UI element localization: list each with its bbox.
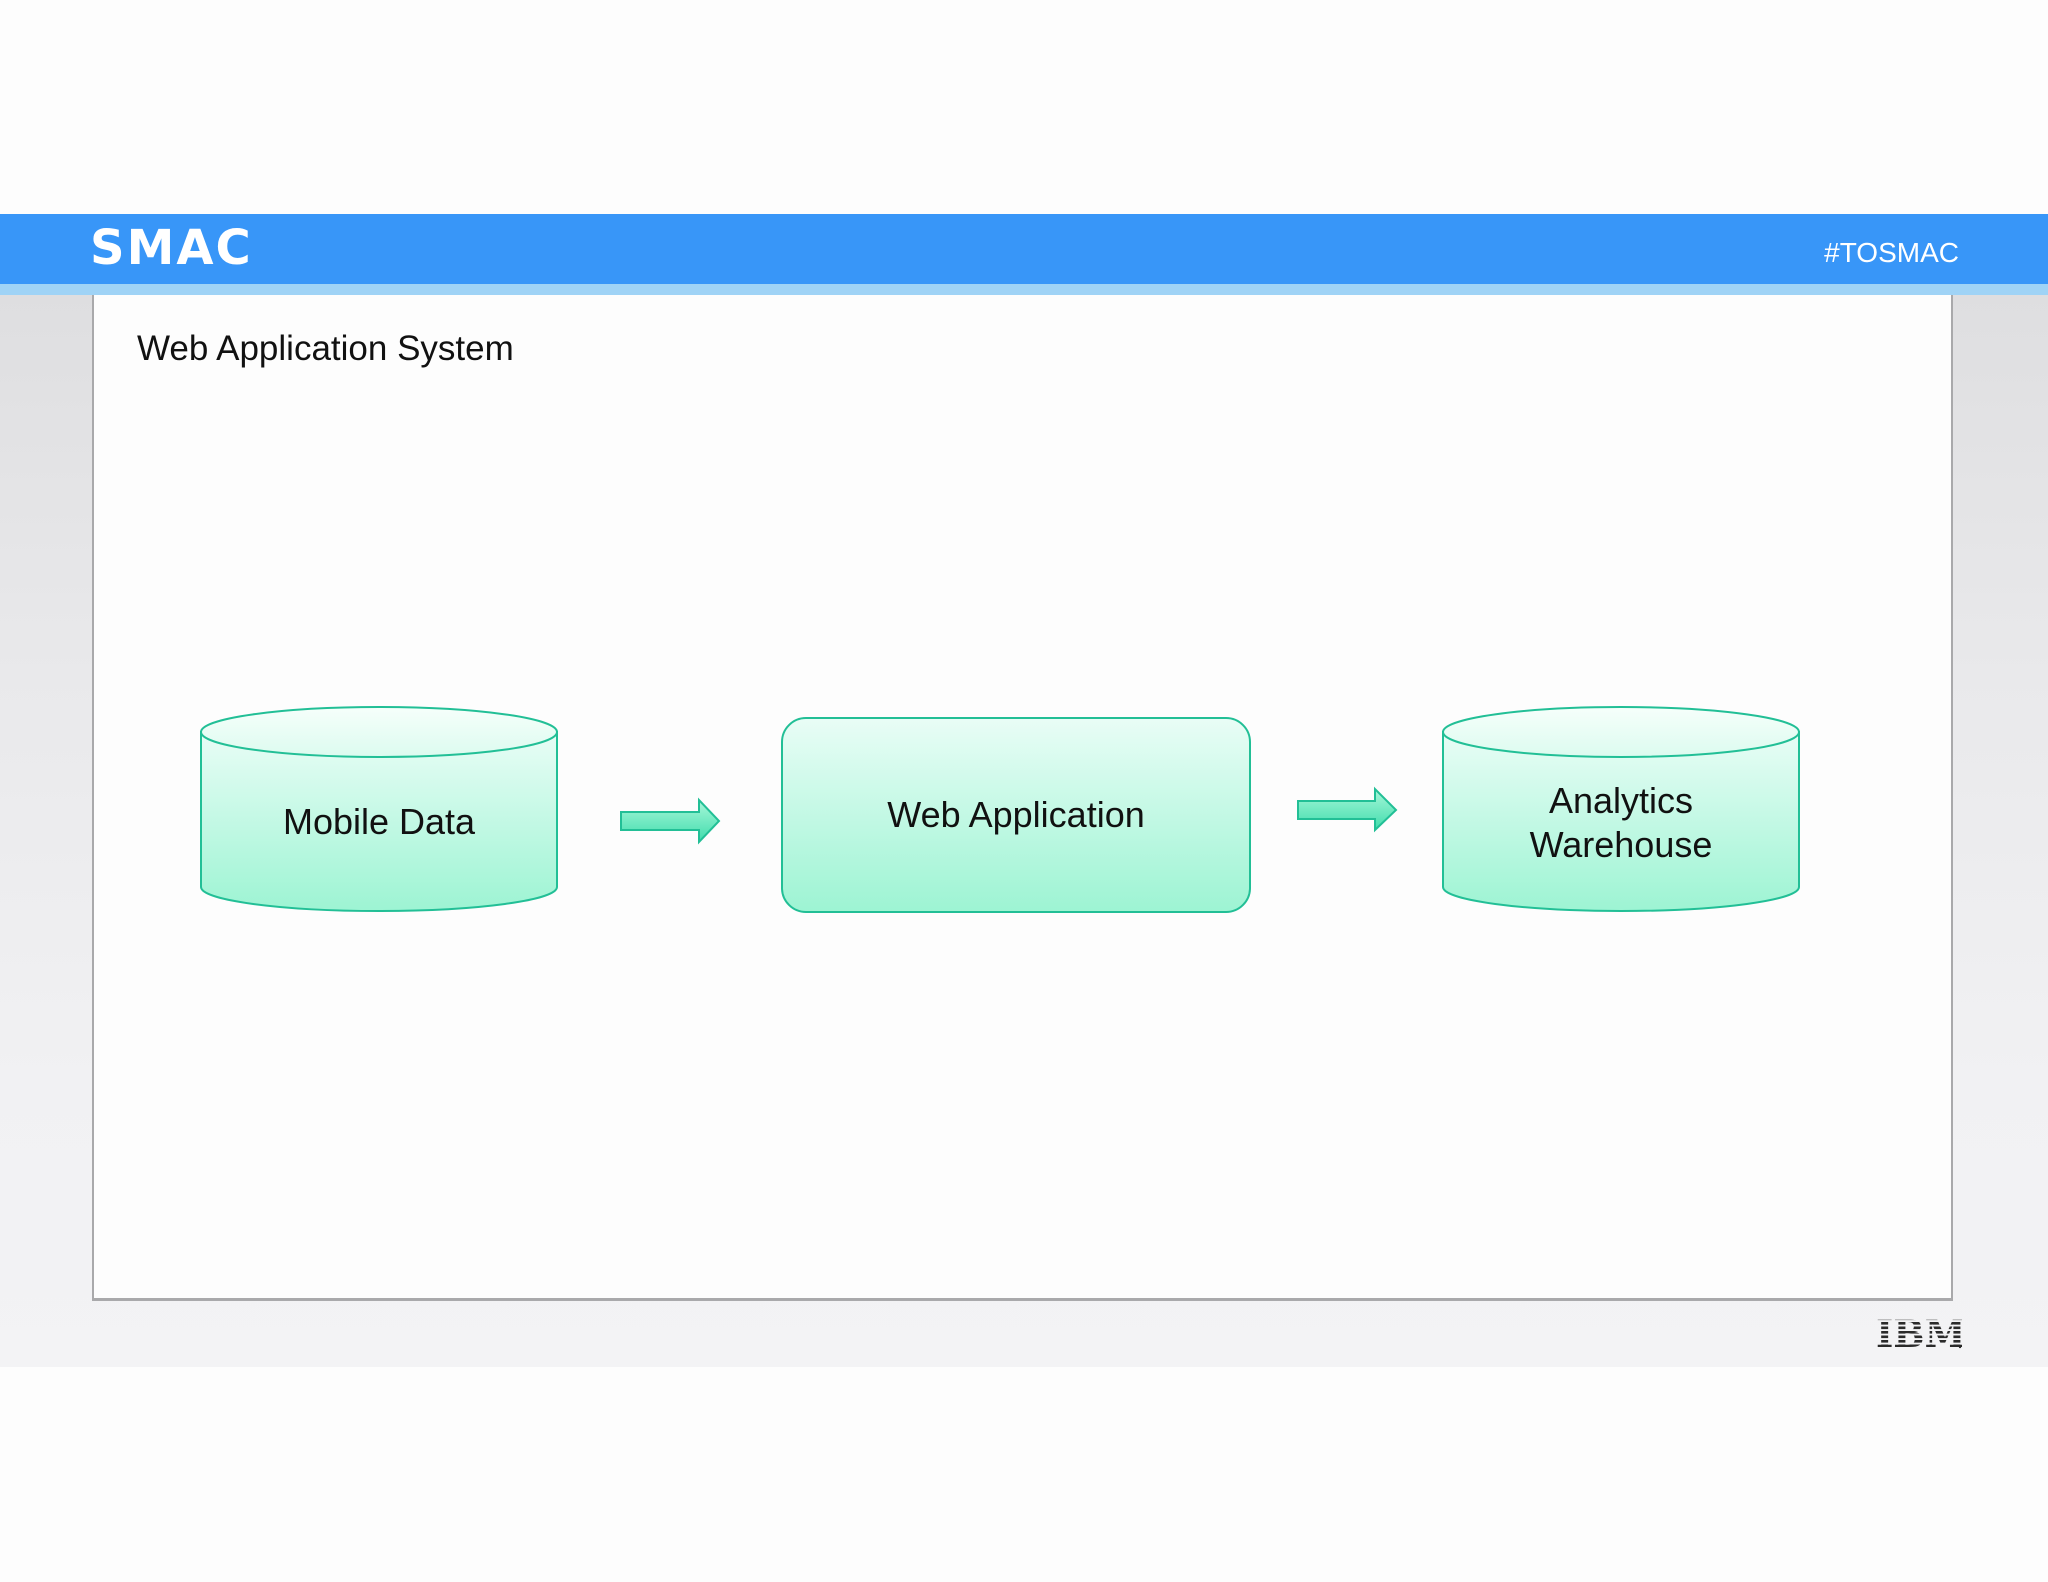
label-line: Mobile Data (282, 801, 476, 842)
web-application-label: Web Application (782, 793, 1250, 837)
mobile-data-label: Mobile Data (201, 800, 557, 844)
slide-title: Web Application System (137, 329, 514, 368)
node-web-application (781, 717, 1251, 913)
label-line: Warehouse (1529, 824, 1713, 865)
hashtag-label: #TOSMAC (1824, 237, 1959, 268)
edge-arrow-1 (620, 797, 721, 845)
cylinder-body (200, 731, 558, 912)
cylinder-top (1442, 706, 1800, 758)
analytics-warehouse-label: Analytics Warehouse (1443, 779, 1799, 867)
cylinder-body (1442, 731, 1800, 912)
cylinder-top (200, 706, 558, 758)
edge-arrow-2 (1297, 786, 1398, 833)
label-line: Web Application (887, 794, 1145, 835)
ibm-logo: IBM (1876, 1313, 1962, 1351)
node-analytics-warehouse (1442, 706, 1800, 912)
header-accent-strip (0, 284, 2048, 295)
node-mobile-data (200, 706, 558, 912)
header-bar (0, 214, 2048, 284)
smac-logo: SMAC (90, 220, 253, 276)
label-line: Analytics (1548, 780, 1694, 821)
svg-text:IBM: IBM (1876, 1313, 1962, 1351)
